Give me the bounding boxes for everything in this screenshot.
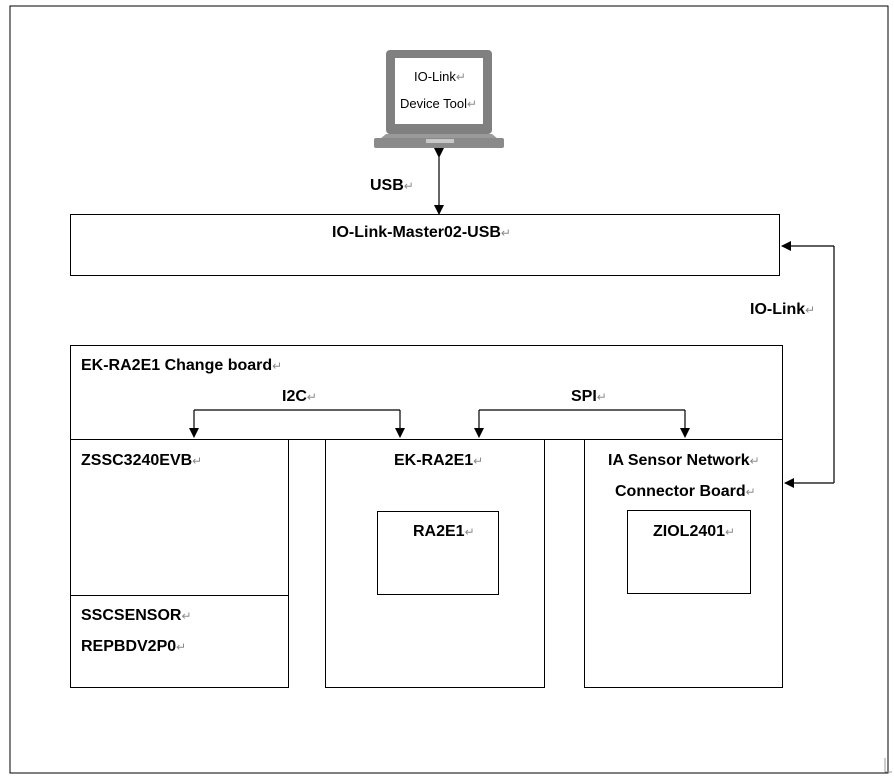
io-link-master-title: IO-Link-Master02-USB↵ [332, 223, 511, 243]
io-link-label: IO-Link↵ [750, 300, 815, 320]
outer-frame [9, 5, 889, 774]
paragraph-mark: ↵ [181, 609, 192, 623]
ek-ra2e1-title: EK-RA2E1↵ [394, 451, 483, 471]
paragraph-mark: ↵ [464, 525, 475, 539]
ia-sensor-board-title-line2: Connector Board↵ [615, 482, 756, 502]
ia-sensor-board-box [584, 439, 783, 688]
io-link-label-text: IO-Link [750, 301, 806, 318]
ek-ra2e1-title-text: EK-RA2E1 [394, 452, 474, 469]
ra2e1-chip-label: RA2E1↵ [413, 522, 475, 542]
ia-sensor-board-title-line1: IA Sensor Network↵ [608, 451, 760, 471]
paragraph-mark: ↵ [749, 454, 760, 468]
i2c-label: I2C↵ [282, 387, 317, 407]
change-board-title: EK-RA2E1 Change board↵ [81, 356, 282, 376]
ziol2401-chip-label-text: ZIOL2401 [653, 523, 726, 540]
ia-sensor-board-title-line2-text: Connector Board [615, 483, 746, 500]
paragraph-mark: ↵ [805, 303, 816, 317]
sscsensor-line2-text: REPBDV2P0 [81, 638, 177, 655]
spi-label-text: SPI [571, 388, 597, 405]
i2c-label-text: I2C [282, 388, 307, 405]
paragraph-mark: ↵ [500, 226, 511, 240]
paragraph-mark: ↵ [306, 390, 317, 404]
ziol2401-chip-box [627, 510, 751, 594]
ziol2401-chip-label: ZIOL2401↵ [653, 522, 735, 542]
io-link-connection-arrow [781, 241, 835, 488]
zssc3240evb-title: ZSSC3240EVB↵ [81, 451, 202, 471]
spi-label: SPI↵ [571, 387, 607, 407]
corner-mark [884, 758, 892, 773]
ra2e1-chip-label-text: RA2E1 [413, 523, 465, 540]
ek-ra2e1-box [325, 439, 545, 688]
paragraph-mark: ↵ [192, 454, 203, 468]
spi-connection-arrow [474, 409, 690, 438]
paragraph-mark: ↵ [455, 70, 466, 84]
paragraph-mark: ↵ [466, 97, 478, 111]
ia-sensor-board-title-line1-text: IA Sensor Network [608, 452, 750, 469]
sscsensor-box [70, 595, 289, 688]
paragraph-mark: ↵ [403, 179, 414, 193]
usb-label-text: USB [370, 177, 404, 194]
laptop-label-line1-text: IO-Link [414, 69, 456, 84]
paragraph-mark: ↵ [745, 485, 756, 499]
paragraph-mark: ↵ [272, 359, 283, 373]
paragraph-mark: ↵ [176, 640, 187, 654]
sscsensor-line2: REPBDV2P0↵ [81, 637, 186, 657]
paragraph-mark: ↵ [596, 390, 607, 404]
laptop-label-line2: Device Tool↵ [400, 96, 477, 112]
sscsensor-line1-text: SSCSENSOR [81, 607, 182, 624]
ra2e1-chip-box [377, 511, 499, 595]
zssc3240evb-title-text: ZSSC3240EVB [81, 452, 193, 469]
laptop-icon [374, 50, 504, 148]
io-link-master-box [70, 214, 780, 276]
io-link-master-title-text: IO-Link-Master02-USB [332, 224, 501, 241]
sscsensor-line1: SSCSENSOR↵ [81, 606, 192, 626]
laptop-label-line1: IO-Link↵ [414, 69, 466, 85]
laptop-label-line2-text: Device Tool [400, 96, 467, 111]
paragraph-mark: ↵ [473, 454, 484, 468]
usb-label: USB↵ [370, 176, 414, 196]
change-board-title-text: EK-RA2E1 Change board [81, 357, 273, 374]
paragraph-mark: ↵ [725, 525, 736, 539]
i2c-connection-arrow [189, 409, 405, 438]
